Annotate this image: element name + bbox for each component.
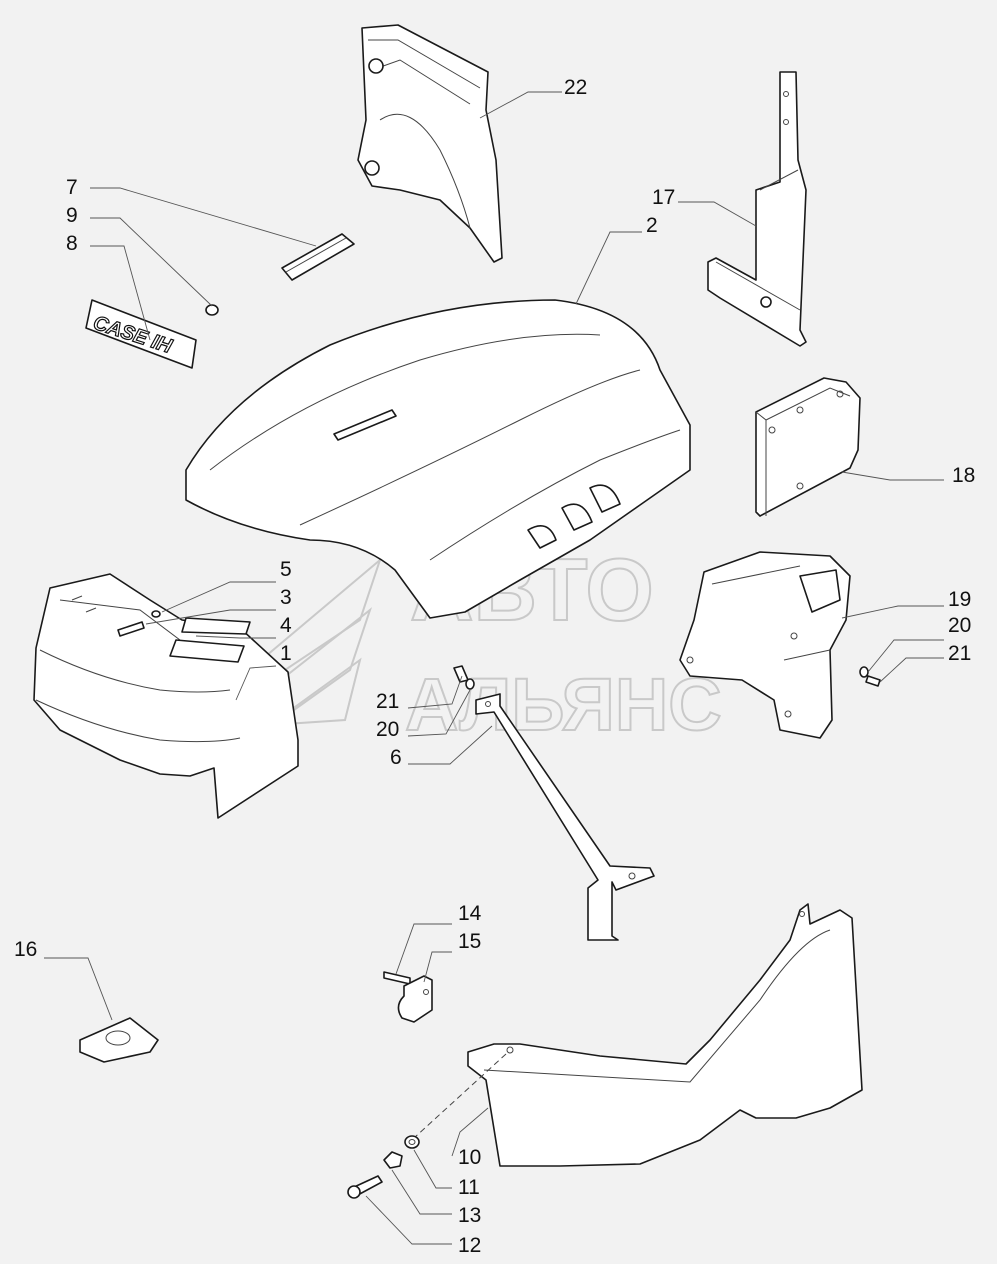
callout-16: 16 bbox=[14, 938, 37, 961]
callout-21-center: 21 bbox=[376, 690, 399, 713]
part-5-clip bbox=[151, 610, 161, 618]
callout-20-right: 20 bbox=[948, 614, 971, 637]
callout-10: 10 bbox=[458, 1146, 481, 1169]
callout-12: 12 bbox=[458, 1234, 481, 1257]
callout-2: 2 bbox=[646, 214, 658, 237]
part-11-washer bbox=[404, 1135, 420, 1149]
part-10-fender bbox=[413, 903, 863, 1167]
callout-6: 6 bbox=[390, 746, 402, 769]
callout-3: 3 bbox=[280, 586, 292, 609]
callout-14: 14 bbox=[458, 902, 482, 925]
part-9-clip bbox=[205, 304, 219, 316]
callout-18: 18 bbox=[952, 464, 975, 487]
callout-17: 17 bbox=[652, 186, 675, 209]
part-13-nut bbox=[383, 1151, 403, 1169]
part-18-plate bbox=[755, 377, 861, 517]
part-2-hood bbox=[185, 299, 691, 619]
callout-20-center: 20 bbox=[376, 718, 399, 741]
part-6-stay bbox=[475, 693, 655, 941]
callout-15: 15 bbox=[458, 930, 481, 953]
part-3-screw bbox=[117, 621, 145, 637]
watermark-line2: АЛЬЯНС bbox=[405, 663, 722, 746]
callout-13: 13 bbox=[458, 1204, 481, 1227]
part-1-front-nose bbox=[33, 573, 299, 819]
part-22-bracket bbox=[357, 24, 503, 263]
callout-8: 8 bbox=[66, 232, 78, 255]
callout-1: 1 bbox=[280, 642, 292, 665]
part-19-side-panel bbox=[679, 551, 851, 739]
part-14-bolt bbox=[383, 971, 411, 985]
part-21-bolt-right bbox=[865, 675, 881, 687]
part-12-bolt bbox=[347, 1175, 383, 1199]
part-20-washer-right bbox=[859, 666, 869, 678]
leader-lines bbox=[44, 91, 944, 1245]
part-16-spring-nut bbox=[79, 1017, 159, 1063]
callout-labels: 22 7 9 8 2 17 18 5 3 4 1 19 20 21 21 20 … bbox=[14, 76, 975, 1257]
callout-7: 7 bbox=[66, 176, 78, 199]
part-17-bracket bbox=[707, 71, 807, 347]
callout-19: 19 bbox=[948, 588, 971, 611]
part-7-strip bbox=[281, 233, 355, 281]
callout-21-right: 21 bbox=[948, 642, 971, 665]
part-8-emblem: CASE IH bbox=[85, 299, 197, 369]
callout-9: 9 bbox=[66, 204, 78, 227]
callout-5: 5 bbox=[280, 558, 292, 581]
callout-4: 4 bbox=[280, 614, 292, 637]
part-15-clip bbox=[397, 975, 433, 1023]
part-20-washer-center bbox=[465, 678, 475, 690]
callout-22: 22 bbox=[564, 76, 587, 99]
callout-11: 11 bbox=[458, 1176, 480, 1199]
